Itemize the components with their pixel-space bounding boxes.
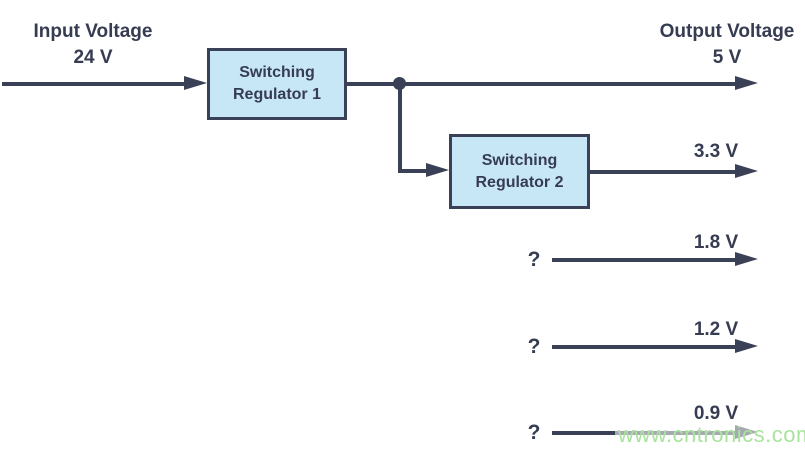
unknown-source-mark: ? xyxy=(527,421,541,444)
watermark-text: www.cntronics.com xyxy=(615,424,805,446)
rail-1v2-label: 1.2 V xyxy=(693,319,739,340)
input-voltage-title: Input Voltage xyxy=(33,21,153,42)
arrowhead-right-icon xyxy=(735,339,758,353)
input-voltage-value: 24 V xyxy=(73,47,113,68)
input-wire xyxy=(2,82,186,86)
regulator2-box: Switching Regulator 2 xyxy=(449,134,590,209)
junction-node xyxy=(393,77,406,90)
arrowhead-right-icon xyxy=(735,76,758,90)
arrowhead-right-icon xyxy=(426,163,449,177)
rail-5v-wire xyxy=(347,82,737,86)
regulator2-label-line2: Regulator 2 xyxy=(475,173,564,191)
arrowhead-right-icon xyxy=(184,76,207,90)
output-voltage-label: Output Voltage 5 V xyxy=(647,19,805,71)
branch-wire-vertical xyxy=(398,84,402,171)
regulator1-label-line2: Regulator 1 xyxy=(232,86,321,103)
rail-0v9-label: 0.9 V xyxy=(693,403,739,424)
branch-wire-horizontal xyxy=(398,169,428,173)
output-voltage-value: 5 V xyxy=(712,47,742,68)
regulator2-label-line1: Switching xyxy=(481,151,558,169)
rail-3v3-wire xyxy=(590,170,737,174)
rail-1v2-wire xyxy=(552,345,737,349)
unknown-source-mark: ? xyxy=(527,248,541,271)
rail-3v3-label: 3.3 V xyxy=(693,141,739,162)
input-voltage-label: Input Voltage 24 V xyxy=(20,19,166,71)
rail-1v8-wire xyxy=(552,258,737,262)
regulator1-box: Switching Regulator 1 xyxy=(207,48,347,120)
arrowhead-right-icon xyxy=(735,252,758,266)
output-voltage-title: Output Voltage xyxy=(659,21,795,42)
unknown-source-mark: ? xyxy=(527,335,541,358)
arrowhead-right-icon xyxy=(735,164,758,178)
regulator1-label-line1: Switching xyxy=(239,64,315,81)
rail-1v8-label: 1.8 V xyxy=(693,232,739,253)
